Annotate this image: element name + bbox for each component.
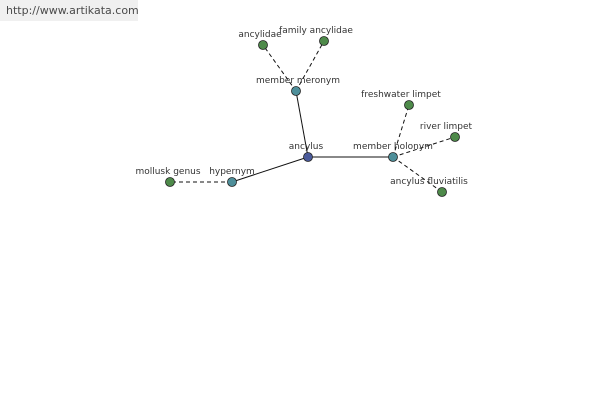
node-ancylus-fluviatilis[interactable] — [437, 187, 447, 197]
edge-ancylus-hypernym — [231, 156, 309, 183]
node-label-mollusk-genus: mollusk genus — [135, 167, 200, 177]
edges-layer — [170, 40, 456, 193]
node-ancylus[interactable] — [303, 152, 313, 162]
node-freshwater-limpet[interactable] — [404, 100, 414, 110]
node-label-member-meronym: member meronym — [256, 76, 340, 86]
node-label-freshwater-limpet: freshwater limpet — [361, 90, 441, 100]
watermark-url: http://www.artikata.com — [0, 0, 139, 21]
node-label-river-limpet: river limpet — [420, 122, 473, 132]
node-member-holonym[interactable] — [388, 152, 398, 162]
node-label-ancylus-fluviatilis: ancylus fluviatilis — [390, 177, 468, 187]
node-river-limpet[interactable] — [450, 132, 460, 142]
edge-member-meronym-family-ancylidae — [295, 40, 325, 92]
node-family-ancylidae[interactable] — [319, 36, 329, 46]
node-label-hypernym: hypernym — [209, 167, 255, 177]
node-label-ancylidae: ancylidae — [238, 30, 282, 40]
edge-member-meronym-ancylidae — [262, 44, 297, 92]
edge-ancylus-member-meronym — [295, 90, 309, 158]
node-member-meronym[interactable] — [291, 86, 301, 96]
nodes-layer — [165, 36, 460, 197]
node-mollusk-genus[interactable] — [165, 177, 175, 187]
node-label-family-ancylidae: family ancylidae — [279, 26, 353, 36]
edge-member-holonym-river-limpet — [392, 136, 456, 158]
node-label-member-holonym: member holonym — [353, 142, 433, 152]
labels-layer: ancylus hypernym member meronym member holo… — [135, 26, 472, 187]
node-hypernym[interactable] — [227, 177, 237, 187]
node-label-ancylus: ancylus — [289, 142, 324, 152]
edge-member-holonym-freshwater-limpet — [392, 104, 410, 158]
node-ancylidae[interactable] — [258, 40, 268, 50]
edge-member-holonym-ancylus-fluviatilis — [392, 156, 443, 193]
